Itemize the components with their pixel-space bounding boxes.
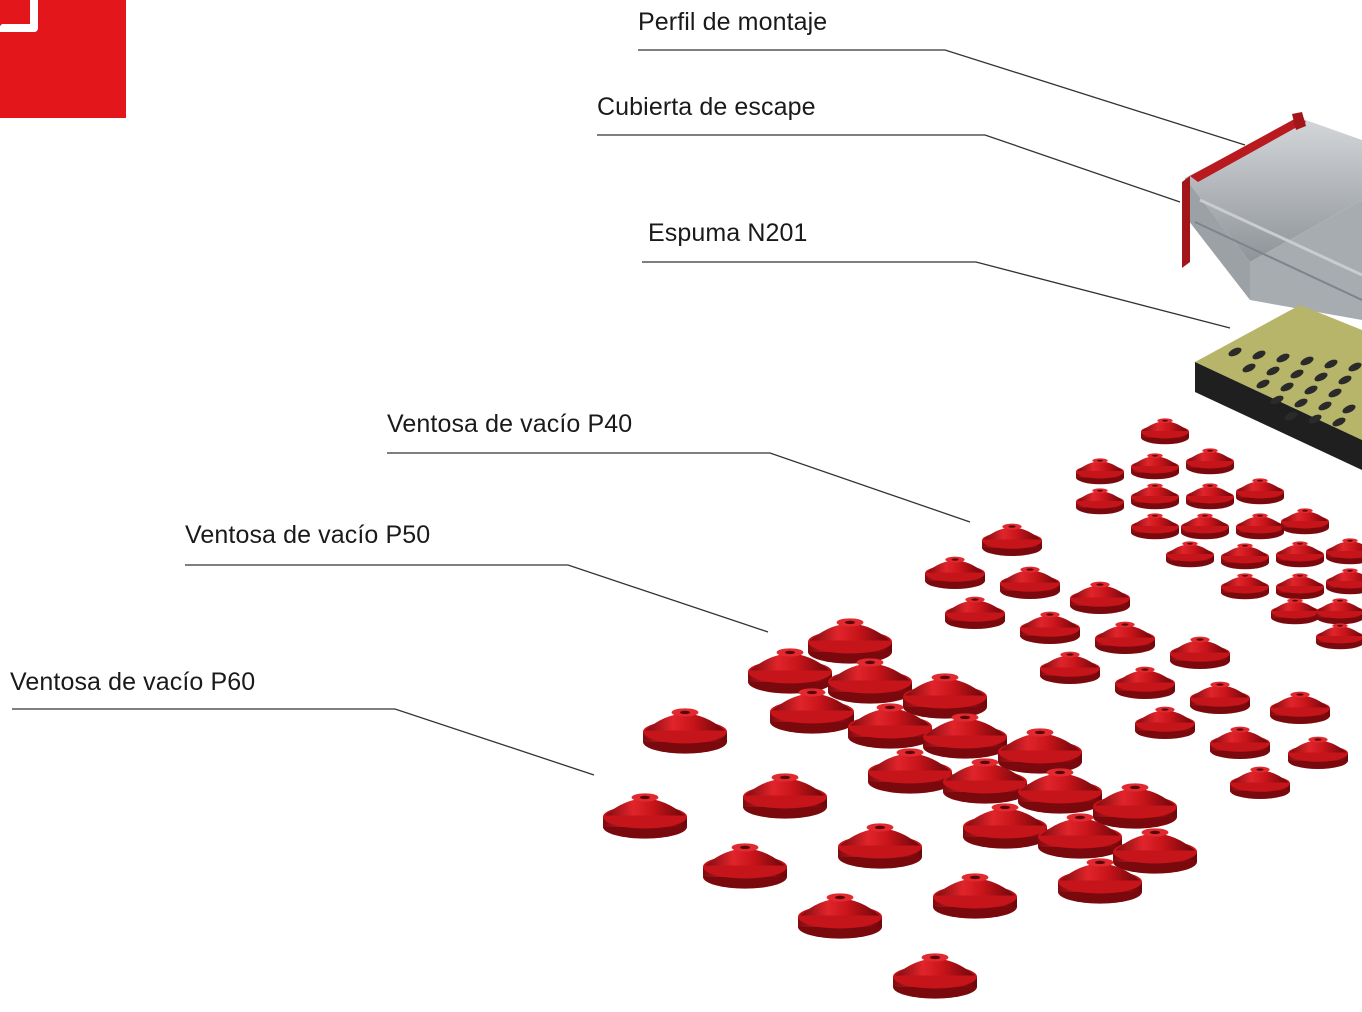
suction-cup [838, 823, 922, 869]
label-p50: Ventosa de vacío P50 [185, 521, 431, 549]
suction-cup [1058, 858, 1142, 904]
label-p60: Ventosa de vacío P60 [10, 668, 256, 696]
suction-cup [1070, 581, 1130, 614]
suction-cup [1115, 666, 1175, 699]
suction-cup [1186, 448, 1234, 475]
suction-cup [943, 758, 1027, 804]
leader-lines [12, 49, 1246, 776]
suction-cup [1316, 623, 1362, 650]
suction-cup [603, 793, 687, 839]
suction-cup [808, 618, 892, 664]
suction-cup [1131, 483, 1179, 510]
suction-cup [1190, 681, 1250, 714]
leader-line-p40 [387, 452, 971, 523]
suction-cup [1271, 598, 1319, 625]
suction-cup [1020, 611, 1080, 644]
suction-cup [1181, 513, 1229, 540]
suction-cup [1236, 513, 1284, 540]
leader-line-espuma [642, 261, 1231, 329]
suction-cup [1276, 541, 1324, 568]
suction-cup [1288, 736, 1348, 769]
label-cubierta: Cubierta de escape [597, 93, 816, 121]
suction-cup [1186, 483, 1234, 510]
leader-line-p60 [12, 708, 595, 776]
suction-cup [1221, 573, 1269, 600]
suction-cup [798, 893, 882, 939]
suction-cup [1018, 768, 1102, 814]
exhaust-cover [1182, 112, 1306, 268]
suction-cup [1221, 543, 1269, 570]
suction-cup [1135, 706, 1195, 739]
suction-cup [743, 773, 827, 819]
suction-cup [1040, 651, 1100, 684]
suction-cup [1076, 488, 1124, 515]
suction-cup [1093, 783, 1177, 829]
suction-cup [1236, 478, 1284, 505]
suction-cup [1270, 691, 1330, 724]
suction-cup [1281, 508, 1329, 535]
suction-cup [923, 713, 1007, 759]
suction-cup [1095, 621, 1155, 654]
suction-cup [1210, 726, 1270, 759]
suction-cup [893, 953, 977, 999]
brand-logo-block [0, 0, 126, 118]
suction-cup [903, 673, 987, 719]
suction-cup [1316, 598, 1362, 625]
suction-cup [1076, 458, 1124, 485]
suction-cup [770, 688, 854, 734]
suction-cup [933, 873, 1017, 919]
suction-cup [1230, 766, 1290, 799]
suction-cup [703, 843, 787, 889]
suction-cup [1131, 513, 1179, 540]
suction-cup-group [603, 418, 1362, 999]
foam-plate [1195, 305, 1362, 470]
suction-cup [1131, 453, 1179, 480]
suction-cup [945, 596, 1005, 629]
suction-cup [1166, 541, 1214, 568]
mounting-profile [1185, 118, 1362, 320]
suction-cup [848, 703, 932, 749]
suction-cup [1141, 418, 1189, 445]
leader-line-perfil [638, 49, 1246, 146]
suction-cup [1113, 828, 1197, 874]
suction-cup [963, 803, 1047, 849]
suction-cup [1326, 538, 1362, 565]
brand-logo-glyph [0, 0, 38, 32]
suction-cup [1276, 573, 1324, 600]
label-perfil: Perfil de montaje [638, 8, 828, 36]
label-espuma: Espuma N201 [648, 219, 808, 247]
suction-cup [748, 648, 832, 694]
suction-cup [998, 728, 1082, 774]
suction-cup [1170, 636, 1230, 669]
suction-cup [828, 658, 912, 704]
suction-cup [1326, 568, 1362, 595]
leader-line-cubierta [597, 134, 1181, 203]
leader-line-p50 [185, 564, 769, 633]
suction-cup [1000, 566, 1060, 599]
suction-cup [868, 748, 952, 794]
suction-cup [982, 523, 1042, 556]
suction-cup [643, 708, 727, 754]
label-p40: Ventosa de vacío P40 [387, 410, 633, 438]
suction-cup [925, 556, 985, 589]
suction-cup [1038, 813, 1122, 859]
